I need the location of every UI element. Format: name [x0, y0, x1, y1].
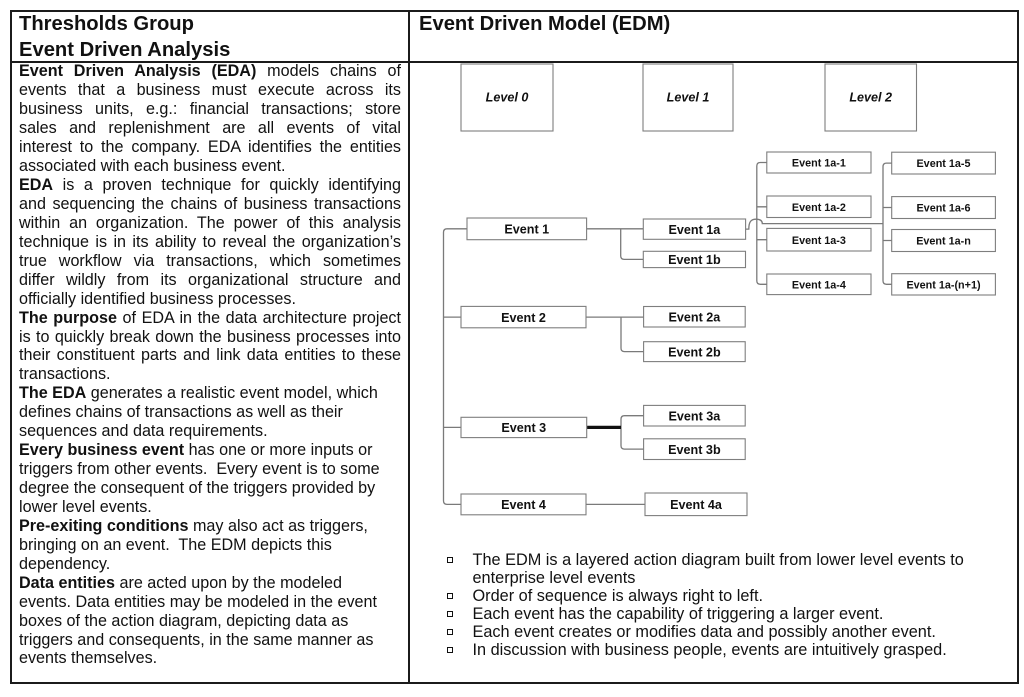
svg-text:Level 2: Level 2	[849, 91, 892, 105]
svg-text:Event 4a: Event 4a	[670, 498, 723, 512]
svg-text:Event 1a: Event 1a	[668, 223, 721, 237]
svg-text:Event 4: Event 4	[501, 498, 546, 512]
svg-text:Event 1a-6: Event 1a-6	[916, 203, 970, 215]
svg-text:Event 1: Event 1	[504, 222, 549, 236]
svg-text:Event 1a-(n+1): Event 1a-(n+1)	[906, 279, 981, 291]
svg-text:Event 2b: Event 2b	[668, 345, 721, 359]
svg-text:Event 1a-1: Event 1a-1	[792, 158, 846, 170]
svg-text:Level 1: Level 1	[667, 91, 710, 105]
svg-text:Event 1a-n: Event 1a-n	[916, 236, 971, 248]
svg-text:Event 3: Event 3	[501, 421, 546, 435]
svg-text:Event 1a-5: Event 1a-5	[916, 158, 970, 170]
svg-text:Event 2: Event 2	[501, 311, 546, 325]
svg-text:Event 1a-2: Event 1a-2	[792, 202, 846, 214]
svg-text:Event 1a-3: Event 1a-3	[792, 235, 846, 247]
svg-text:Event 3a: Event 3a	[668, 409, 721, 423]
svg-text:Event 2a: Event 2a	[668, 310, 721, 324]
svg-text:Event 1a-4: Event 1a-4	[792, 279, 846, 291]
svg-text:Level 0: Level 0	[486, 91, 529, 105]
svg-text:Event 1b: Event 1b	[668, 253, 721, 267]
svg-text:Event 3b: Event 3b	[668, 443, 721, 457]
